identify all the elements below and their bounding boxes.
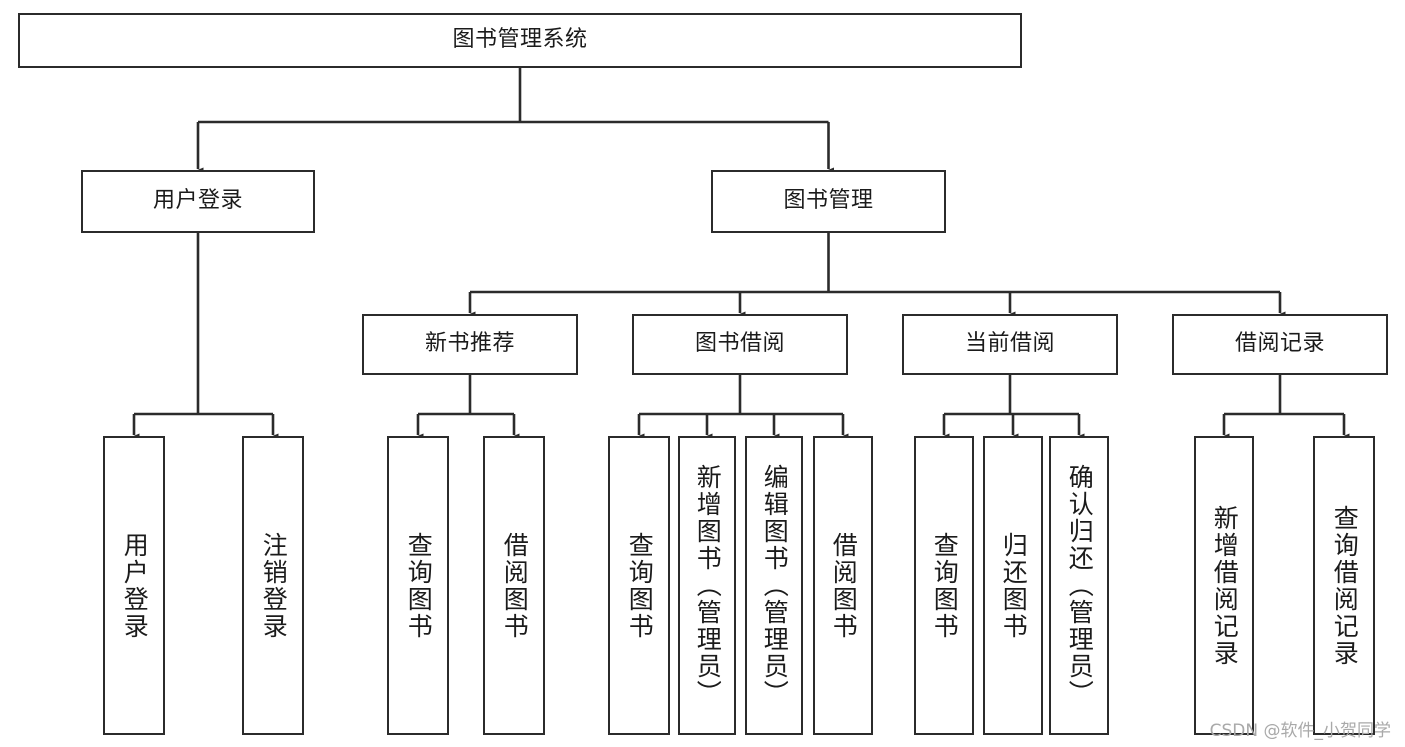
node-label: 归还图书 bbox=[999, 531, 1029, 640]
node-leaf-query-book-1[interactable]: 查询图书 bbox=[387, 436, 449, 735]
node-label: 新书推荐 bbox=[424, 331, 515, 357]
node-leaf-return-book[interactable]: 归还图书 bbox=[983, 436, 1043, 735]
node-leaf-borrow-book-2[interactable]: 借阅图书 bbox=[813, 436, 873, 735]
node-leaf-user-login[interactable]: 用户登录 bbox=[103, 436, 165, 735]
csdn-watermark: CSDN @软件_小贺同学 bbox=[1209, 721, 1391, 741]
node-leaf-logout[interactable]: 注销登录 bbox=[242, 436, 304, 735]
node-label: 确认归还（管理员） bbox=[1065, 464, 1095, 707]
node-leaf-query-book-2[interactable]: 查询图书 bbox=[608, 436, 670, 735]
node-book-borrow[interactable]: 图书借阅 bbox=[632, 314, 848, 375]
node-label: 新增图书（管理员） bbox=[693, 464, 723, 707]
node-leaf-edit-book[interactable]: 编辑图书（管理员） bbox=[745, 436, 803, 735]
node-leaf-query-record[interactable]: 查询借阅记录 bbox=[1313, 436, 1375, 735]
node-book-manage[interactable]: 图书管理 bbox=[711, 170, 946, 233]
node-label: 注销登录 bbox=[259, 531, 289, 640]
node-label: 图书借阅 bbox=[694, 331, 785, 357]
node-user-login[interactable]: 用户登录 bbox=[81, 170, 315, 233]
node-label: 用户登录 bbox=[120, 531, 150, 640]
node-label: 当前借阅 bbox=[964, 331, 1055, 357]
node-leaf-borrow-book-1[interactable]: 借阅图书 bbox=[483, 436, 545, 735]
node-borrow-record[interactable]: 借阅记录 bbox=[1172, 314, 1388, 375]
node-label: 借阅图书 bbox=[829, 531, 859, 640]
node-current-borrow[interactable]: 当前借阅 bbox=[902, 314, 1118, 375]
node-label: 查询图书 bbox=[930, 531, 960, 640]
node-label: 借阅记录 bbox=[1234, 331, 1325, 357]
node-new-book-rec[interactable]: 新书推荐 bbox=[362, 314, 578, 375]
node-label: 借阅图书 bbox=[500, 531, 530, 640]
node-label: 查询图书 bbox=[404, 531, 434, 640]
node-leaf-add-book[interactable]: 新增图书（管理员） bbox=[678, 436, 736, 735]
node-leaf-query-book-3[interactable]: 查询图书 bbox=[914, 436, 974, 735]
node-label: 查询借阅记录 bbox=[1330, 504, 1360, 667]
node-label: 新增借阅记录 bbox=[1210, 504, 1240, 667]
node-label: 用户登录 bbox=[152, 188, 243, 214]
node-leaf-add-record[interactable]: 新增借阅记录 bbox=[1194, 436, 1254, 735]
node-label: 编辑图书（管理员） bbox=[760, 464, 790, 707]
node-label: 图书管理 bbox=[783, 188, 874, 214]
node-leaf-confirm-return[interactable]: 确认归还（管理员） bbox=[1049, 436, 1109, 735]
node-label: 查询图书 bbox=[625, 531, 655, 640]
node-root[interactable]: 图书管理系统 bbox=[18, 13, 1022, 68]
node-label: 图书管理系统 bbox=[452, 27, 588, 53]
